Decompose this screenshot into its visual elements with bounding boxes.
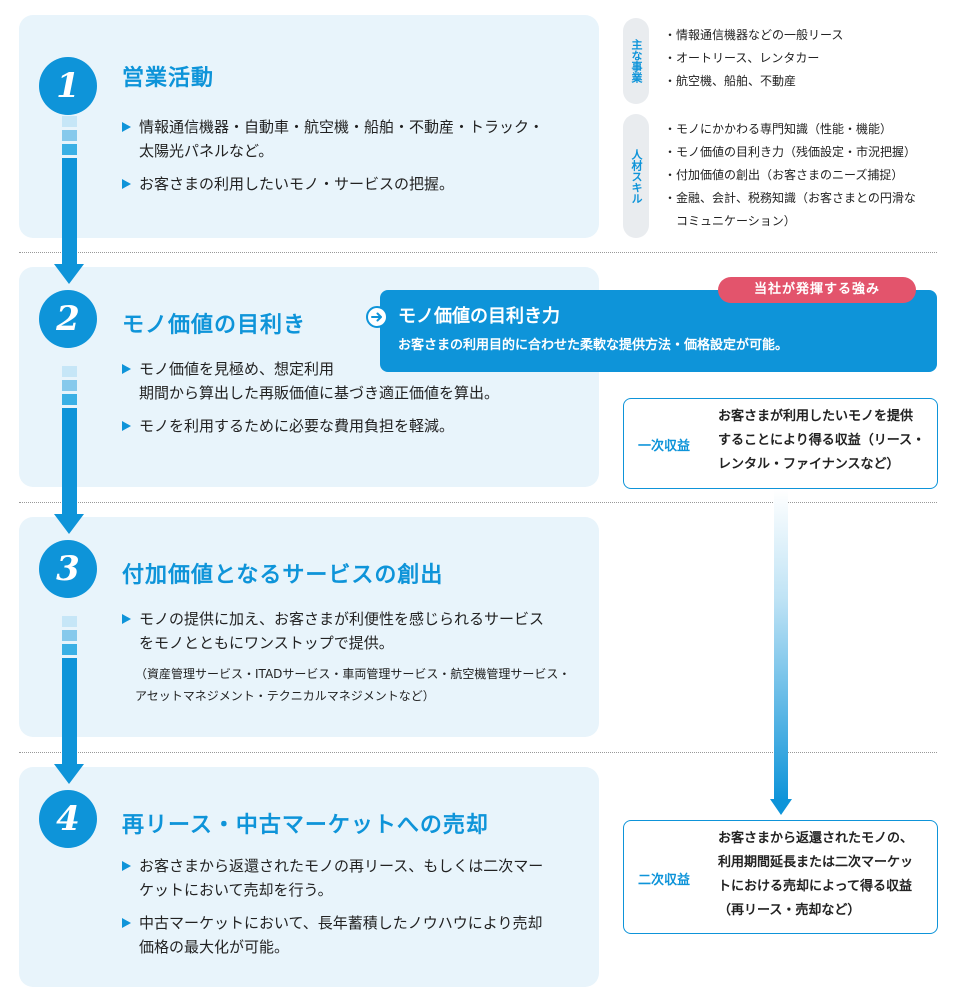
flow-arrow-head-icon bbox=[54, 514, 84, 534]
step-title-1: 営業活動 bbox=[122, 66, 215, 91]
list-item: ・情報通信機器などの一般リース bbox=[664, 28, 844, 42]
step-bullets-2: モノ価値を見極め、想定利用 期間から算出した再販価値に基づき適正価値を算出。 モ… bbox=[122, 357, 582, 447]
bullet-item: モノを利用するために必要な費用負担を軽減。 bbox=[122, 414, 582, 438]
list-item: ・モノ価値の目利き力（残価設定・市況把握） bbox=[664, 145, 917, 159]
strength-badge: 当社が発揮する強み bbox=[718, 277, 916, 303]
revenue-arrow-head-icon bbox=[770, 799, 792, 815]
list-item: ・航空機、船舶、不動産 bbox=[664, 74, 797, 88]
secondary-revenue-label: 二次収益 bbox=[638, 873, 691, 888]
strength-title: モノ価値の目利き力 bbox=[398, 306, 560, 327]
bullet-item: 情報通信機器・自動車・航空機・船舶・不動産・トラック・ 太陽光パネルなど。 bbox=[122, 115, 582, 163]
strength-callout bbox=[380, 290, 937, 372]
step-title-2: モノ価値の目利き bbox=[122, 313, 307, 338]
revenue-flow-line bbox=[774, 490, 788, 800]
primary-revenue-text: お客さまが利用したいモノを提供 することにより得る収益（リース・ レンタル・ファ… bbox=[718, 409, 926, 472]
step-number-4: 4 bbox=[39, 790, 97, 848]
section-divider bbox=[19, 752, 937, 753]
step-title-4: 再リース・中古マーケットへの売却 bbox=[122, 813, 489, 838]
secondary-revenue-text: お客さまから返還されたモノの、 利用期間延長または二次マーケッ トにおける売却に… bbox=[718, 831, 914, 918]
step-title-3: 付加価値となるサービスの創出 bbox=[122, 563, 444, 588]
step-bullets-1: 情報通信機器・自動車・航空機・船舶・不動産・トラック・ 太陽光パネルなど。 お客… bbox=[122, 115, 582, 205]
bullet-item: 中古マーケットにおいて、長年蓄積したノウハウにより売却 価格の最大化が可能。 bbox=[122, 911, 592, 959]
step-number-1: 1 bbox=[39, 57, 97, 115]
main-business-list: ・情報通信機器などの一般リース ・オートリース、レンタカー ・航空機、船舶、不動… bbox=[664, 24, 843, 93]
hr-skills-list: ・モノにかかわる専門知識（性能・機能） ・モノ価値の目利き力（残価設定・市況把握… bbox=[664, 118, 916, 233]
list-item: ・金融、会計、税務知識（お客さまとの円滑な コミュニケーション） bbox=[664, 191, 916, 228]
flow-arrow-2-3 bbox=[62, 366, 77, 516]
flow-arrow-1-2 bbox=[62, 116, 77, 266]
arrow-circle-right-icon bbox=[366, 306, 388, 328]
section-divider bbox=[19, 502, 937, 503]
step-bullets-3: モノの提供に加え、お客さまが利便性を感じられるサービス をモノとともにワンストッ… bbox=[122, 607, 592, 664]
step-number-2: 2 bbox=[39, 290, 97, 348]
strength-subtitle: お客さまの利用目的に合わせた柔軟な提供方法・価格設定が可能。 bbox=[398, 338, 789, 353]
main-business-label: 主な事業 bbox=[623, 18, 649, 104]
secondary-revenue-box: 二次収益 お客さまから返還されたモノの、 利用期間延長または二次マーケッ トにお… bbox=[623, 820, 938, 934]
step-panel-1: 1 営業活動 情報通信機器・自動車・航空機・船舶・不動産・トラック・ 太陽光パネ… bbox=[19, 15, 599, 238]
primary-revenue-label: 一次収益 bbox=[638, 439, 691, 454]
hr-skills-label: 人材スキル bbox=[623, 114, 649, 238]
bullet-item: お客さまから返還されたモノの再リース、もしくは二次マー ケットにおいて売却を行う… bbox=[122, 854, 592, 902]
step-bullets-4: お客さまから返還されたモノの再リース、もしくは二次マー ケットにおいて売却を行う… bbox=[122, 854, 592, 968]
flow-arrow-head-icon bbox=[54, 264, 84, 284]
list-item: ・付加価値の創出（お客さまのニーズ捕捉） bbox=[664, 168, 904, 182]
bullet-item: モノ価値を見極め、想定利用 期間から算出した再販価値に基づき適正価値を算出。 bbox=[122, 357, 582, 405]
section-divider bbox=[19, 252, 937, 253]
step-note-3: （資産管理サービス・ITADサービス・車両管理サービス・航空機管理サービス・ ア… bbox=[135, 667, 571, 703]
bullet-item: お客さまの利用したいモノ・サービスの把握。 bbox=[122, 172, 582, 196]
flow-arrow-3-4 bbox=[62, 616, 77, 766]
flow-arrow-head-icon bbox=[54, 764, 84, 784]
list-item: ・オートリース、レンタカー bbox=[664, 51, 820, 65]
step-number-3: 3 bbox=[39, 540, 97, 598]
step-panel-4: 4 再リース・中古マーケットへの売却 お客さまから返還されたモノの再リース、もし… bbox=[19, 767, 599, 987]
list-item: ・モノにかかわる専門知識（性能・機能） bbox=[664, 122, 893, 136]
primary-revenue-box: 一次収益 お客さまが利用したいモノを提供 することにより得る収益（リース・ レン… bbox=[623, 398, 938, 489]
bullet-item: モノの提供に加え、お客さまが利便性を感じられるサービス をモノとともにワンストッ… bbox=[122, 607, 592, 655]
step-panel-3: 3 付加価値となるサービスの創出 モノの提供に加え、お客さまが利便性を感じられる… bbox=[19, 517, 599, 737]
